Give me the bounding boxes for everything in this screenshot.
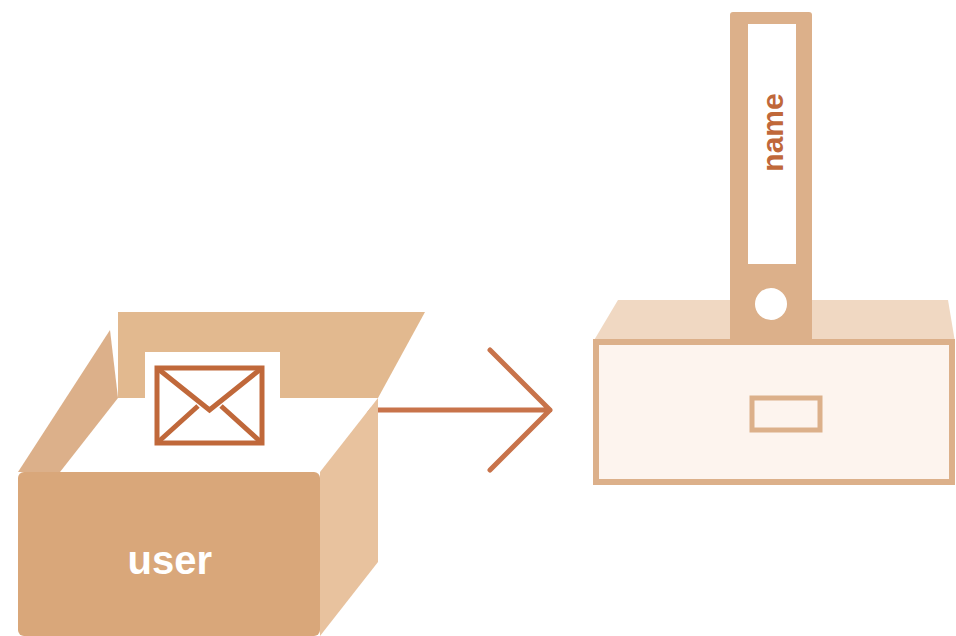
object-box: user — [15, 305, 305, 636]
property-label: name — [756, 93, 789, 171]
object-label: user — [128, 538, 213, 582]
box-illustration — [15, 305, 445, 636]
cabinet-illustration — [555, 10, 955, 485]
property-cabinet: name — [555, 10, 955, 485]
